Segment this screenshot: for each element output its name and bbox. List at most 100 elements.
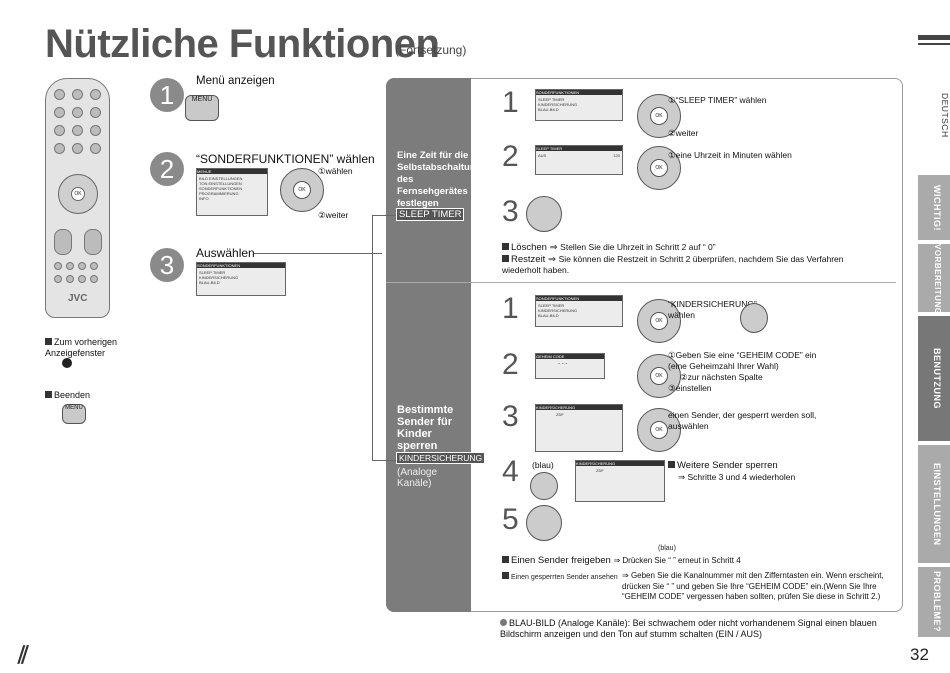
screen-header: SONDERFUNKTIONEN [536,90,622,95]
gesperrt-desc: ⇒ Geben Sie die Kanalnummer mit den Ziff… [622,571,884,601]
freigeben-label: Einen Sender freigeben [511,555,611,566]
screen-item: TON EINSTELLUNGEN [199,181,242,186]
sleep-hint-1b: ②weiter [668,128,699,138]
remote-button [54,125,65,136]
menu-screen: MENUE BILD EINSTELLUNGEN TON EINSTELLUNG… [196,168,268,216]
sidebar-tab-wichtig[interactable]: WICHTIG! [918,175,950,240]
step-2-circle: 2 [150,152,184,186]
sleep-timer-tag: SLEEP TIMER [396,208,465,221]
loeschen-row: Löschen ⇒ Stellen Sie die Uhrzeit in Sch… [502,242,716,253]
kinder-hint-1: “KINDERSICHERUNG” wählen [668,299,757,320]
screen-header: MENUE [197,169,267,174]
remote-button [90,143,101,154]
screen-header: KINDERSICHERUNG [576,461,664,466]
kinder-panel-title: Bestimmte Sender für Kinder sperren [397,404,454,452]
screen-min: 120 [613,153,620,158]
menu-key-label: MENU [65,405,83,411]
remote-button [54,107,65,118]
screen-item: BLAU-BILD [538,313,559,318]
note-back-text: Zum vorherigen Anzeigefenster [45,337,118,358]
sidebar-tab-vorbereitungen[interactable]: VORBEREITUNGEN [918,244,950,327]
remote-button [54,275,62,283]
step-1-label: Menü anzeigen [196,75,275,87]
press-button-icon [526,196,562,232]
sidebar-deutsch: DEUTSCH [940,92,950,138]
sleep-step-2: 2 [502,140,519,173]
screen-code: - - - [558,361,568,367]
screen-channel: ZDF [556,412,564,417]
screen-item: BILD EINSTELLUNGEN [199,176,243,181]
screen-header: KINDERSICHERUNG [536,405,622,410]
restzeit-label: Restzeit [511,254,546,265]
sleep-hint-1: ①“SLEEP TIMER” wählen [668,95,767,105]
screen-item: SLEEP TIMER [538,303,565,308]
remote-button [72,143,83,154]
connector-line [254,253,382,254]
blau-label: (blau) [532,460,554,470]
sidebar-tab-probleme[interactable]: PROBLEME? [918,567,950,637]
menu-key-label: MENU [191,96,213,103]
step-2-hint-next: ②weiter [318,210,349,220]
menu-key-icon: MENU [185,95,219,121]
kinder-step-1: 1 [502,292,519,325]
kinder-step-2: 2 [502,348,519,381]
weitere-desc-text: Schritte 3 und 4 wiederholen [687,472,796,482]
kinder-step-5: 5 [502,503,519,536]
weitere-label: Weitere Sender sperren [668,460,778,471]
remote-button [84,229,102,255]
screen-item: BLAU-BILD [538,107,559,112]
loeschen-text: Stellen Sie die Uhrzeit in Schritt 2 auf… [560,242,716,252]
sf-screen: SONDERFUNKTIONEN SLEEP TIMER KINDERSICHE… [535,295,623,327]
geheim-screen: GEHEIM CODE - - - [535,353,605,379]
weitere-text: Weitere Sender sperren [677,460,778,471]
sf-screen: SONDERFUNKTIONEN SLEEP TIMER KINDERSICHE… [535,89,623,121]
note-back: Zum vorherigen Anzeigefenster [45,337,145,359]
screen-item: SLEEP TIMER [199,270,226,275]
remote-button [54,89,65,100]
remote-button [90,107,101,118]
restzeit-row: Restzeit ⇒ Sie können die Restzeit in Sc… [502,254,844,275]
ok-dial-icon: OK [637,146,681,190]
loeschen-label: Löschen [511,242,547,253]
screen-header: SLEEP TIMER [536,146,622,151]
blau-label-2: (blau) [658,545,676,552]
kinder-screen: KINDERSICHERUNG ZDF [535,404,623,452]
remote-button [90,262,98,270]
screen-channel: ZDF [596,468,604,473]
gesperrt-desc-text: Geben Sie die Kanalnummer mit den Ziffer… [622,571,884,601]
screen-item: INFO [199,196,209,201]
sleep-step-3: 3 [502,195,519,228]
note-end: Beenden [45,390,90,401]
blaubild-text: BLAU-BILD (Analoge Kanäle): Bei schwache… [500,618,877,639]
freigeben-row: Einen Sender freigeben ⇒ Drücken Sie “ ”… [502,555,741,566]
screen-item: KINDERSICHERUNG [538,308,578,313]
page-subtitle: (Fortsetzung) [395,43,467,57]
blue-button-icon [530,472,558,500]
screen-item: BLAU-BILD [199,280,220,285]
restzeit-text: Sie können die Restzeit in Schritt 2 übe… [502,254,844,275]
connector-line [372,215,373,460]
remote-ok-button: OK [71,187,85,201]
gesperrt-label: Einen gesperrten Sender ansehen [502,572,618,581]
kinder-tag: KINDERSICHERUNG [396,452,486,464]
screen-header: SONDERFUNKTIONEN [197,263,285,268]
kinder-hint-2c: ③einstellen [668,383,712,393]
header-bar [918,35,950,40]
connector-line [372,460,396,461]
screen-header: SONDERFUNKTIONEN [536,296,622,301]
sleep-screen: SLEEP TIMER AUS 120 [535,145,623,175]
connector-line [372,215,396,216]
sidebar-tab-einstellungen[interactable]: EINSTELLUNGEN [918,445,950,563]
screen-item: KINDERSICHERUNG [538,102,578,107]
freigeben-text: ⇒ Drücken Sie “ ” erneut in Schritt 4 [613,556,741,565]
remote-button [78,262,86,270]
remote-button [66,275,74,283]
function-panel-left [386,78,471,612]
back-button-icon [62,358,72,368]
ok-dial-icon: OK [637,299,681,343]
sleep-step-1: 1 [502,86,519,119]
sidebar-tab-benutzung[interactable]: BENUTZUNG [918,316,950,441]
weitere-desc: ⇒ Schritte 3 und 4 wiederholen [678,472,796,482]
step-1-circle: 1 [150,78,184,112]
remote-button [78,275,86,283]
